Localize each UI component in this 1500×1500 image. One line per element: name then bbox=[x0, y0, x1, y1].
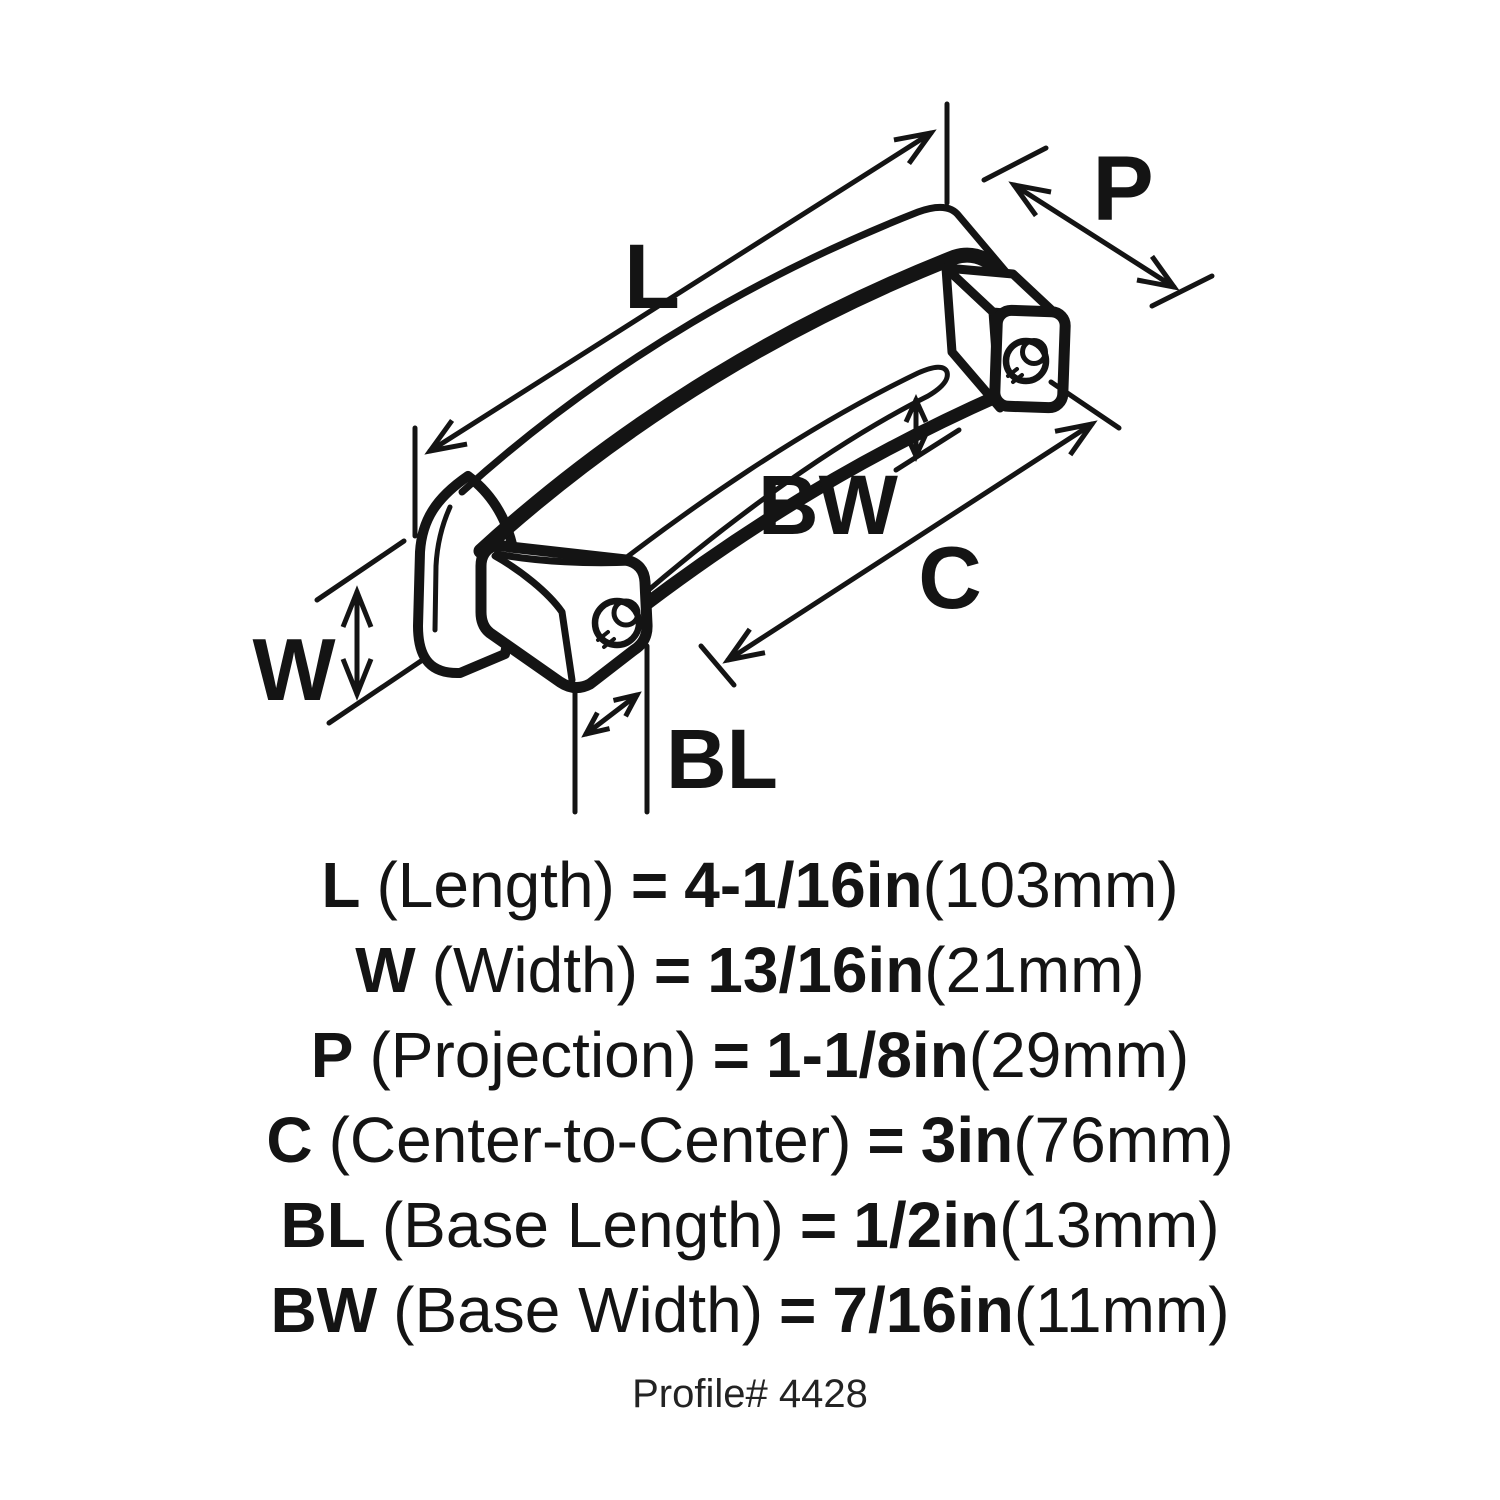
dim-label-base-width: BW bbox=[758, 458, 899, 552]
spec-name: (Base Length) bbox=[381, 1189, 784, 1261]
spec-value: 7/16in bbox=[832, 1274, 1014, 1346]
spec-symbol: BL bbox=[280, 1189, 366, 1261]
spec-metric: (29mm) bbox=[968, 1019, 1190, 1091]
spec-value: 4-1/16in bbox=[684, 849, 923, 921]
spec-symbol: L bbox=[321, 849, 361, 921]
spec-equals: = bbox=[653, 934, 692, 1006]
left-screw-hole bbox=[591, 597, 643, 649]
spec-value: 13/16in bbox=[707, 934, 925, 1006]
spec-line-center-to-center: C(Center-to-Center)=3in(76mm) bbox=[0, 1098, 1500, 1183]
spec-value: 3in bbox=[920, 1104, 1014, 1176]
spec-equals: = bbox=[779, 1274, 817, 1346]
spec-equals: = bbox=[630, 849, 669, 921]
l-arrow bbox=[424, 129, 937, 455]
dimension-center-to-center bbox=[698, 379, 1122, 688]
spec-name: (Projection) bbox=[369, 1019, 697, 1091]
left-foot-inner-edge bbox=[432, 504, 453, 633]
dimension-length bbox=[412, 101, 950, 539]
dim-label-center: C bbox=[918, 528, 982, 627]
right-screw-hole bbox=[1002, 337, 1050, 385]
spec-metric: (103mm) bbox=[922, 849, 1179, 921]
left-post bbox=[475, 540, 653, 693]
c-tick-left bbox=[698, 643, 737, 688]
spec-symbol: W bbox=[355, 934, 416, 1006]
bl-arrow bbox=[581, 691, 642, 738]
profile-number: Profile# 4428 bbox=[632, 1372, 868, 1416]
dimension-base-length bbox=[572, 643, 650, 815]
spec-equals: = bbox=[867, 1104, 905, 1176]
dim-label-width: W bbox=[252, 620, 335, 719]
left-post-top-edge bbox=[493, 550, 636, 567]
spec-metric: (13mm) bbox=[999, 1189, 1220, 1261]
spec-symbol: P bbox=[310, 1019, 354, 1091]
spec-metric: (21mm) bbox=[924, 934, 1145, 1006]
spec-equals: = bbox=[799, 1189, 838, 1261]
pull-handle-illustration: L P W BW C BL bbox=[252, 101, 1215, 815]
spec-line-length: L(Length)=4-1/16in(103mm) bbox=[0, 843, 1500, 928]
spec-value: 1-1/8in bbox=[766, 1019, 969, 1091]
spec-name: (Length) bbox=[376, 849, 615, 921]
dimension-base-width bbox=[893, 393, 962, 473]
p-tick-lower bbox=[1149, 273, 1215, 309]
dimension-width bbox=[314, 538, 424, 726]
dim-label-projection: P bbox=[1092, 138, 1153, 240]
p-arrow bbox=[1008, 181, 1180, 291]
spec-line-width: W(Width)=13/16in(21mm) bbox=[0, 928, 1500, 1013]
w-tick-bottom bbox=[326, 658, 424, 726]
spec-line-projection: P(Projection)=1-1/8in(29mm) bbox=[0, 1013, 1500, 1098]
spec-metric: (76mm) bbox=[1013, 1104, 1234, 1176]
spec-equals: = bbox=[712, 1019, 751, 1091]
spec-name: (Width) bbox=[431, 934, 638, 1006]
right-post bbox=[941, 263, 1071, 414]
spec-metric: (11mm) bbox=[1013, 1274, 1230, 1346]
spec-name: (Center-to-Center) bbox=[328, 1104, 852, 1176]
spec-symbol: C bbox=[266, 1104, 313, 1176]
dim-label-base-length: BL bbox=[666, 712, 778, 806]
left-post-face-edge bbox=[491, 552, 576, 684]
spec-line-base-width: BW(Base Width)=7/16in(11mm) bbox=[0, 1268, 1500, 1353]
p-tick-upper bbox=[981, 145, 1049, 183]
c-arrow bbox=[722, 420, 1098, 664]
spec-symbol: BW bbox=[270, 1274, 378, 1346]
c-tick-right bbox=[1048, 379, 1122, 431]
spec-line-base-length: BL(Base Length)=1/2in(13mm) bbox=[0, 1183, 1500, 1268]
spec-name: (Base Width) bbox=[393, 1274, 763, 1346]
dimension-projection bbox=[981, 145, 1215, 309]
spec-value: 1/2in bbox=[853, 1189, 1000, 1261]
w-tick-top bbox=[314, 538, 407, 603]
dimension-spec-list: L(Length)=4-1/16in(103mm) W(Width)=13/16… bbox=[0, 843, 1500, 1353]
dim-label-length: L bbox=[624, 226, 680, 328]
